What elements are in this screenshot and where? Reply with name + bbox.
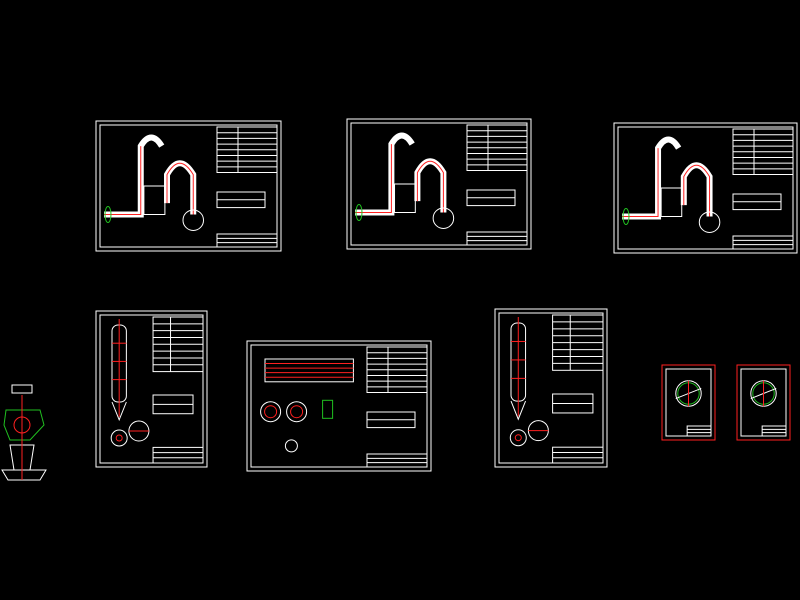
technical-notes-table [732, 128, 794, 175]
vessel-drawing [110, 319, 150, 447]
sheet-outer-border [346, 118, 532, 250]
exchanger-shell [264, 358, 354, 383]
section-center [514, 434, 522, 442]
parts-table [366, 411, 416, 429]
sheet-inner-border [99, 314, 204, 464]
drawing-sheet-7[interactable] [661, 364, 716, 441]
piping-drawing [622, 136, 721, 233]
sheet-inner-border [617, 126, 794, 250]
technical-notes-table [152, 316, 204, 373]
technical-notes-table [216, 126, 278, 173]
nozzle-detail [322, 399, 334, 419]
sheet-outer-border [95, 310, 208, 468]
loose-detail-drawing [1, 384, 47, 481]
drawing-sheet-4[interactable] [95, 310, 208, 468]
title-block [466, 231, 528, 246]
title-block [366, 453, 428, 468]
title-block [686, 425, 712, 437]
section-view [110, 429, 128, 447]
sheet-outer-border [494, 308, 608, 468]
tube-sheet-view [260, 401, 282, 423]
drawing-sheet-3[interactable] [613, 122, 798, 254]
tube-sheet-inner [264, 405, 278, 419]
pipe-run [622, 136, 682, 220]
pipe-run [355, 132, 415, 216]
title-block [216, 233, 278, 248]
drawing-sheet-1[interactable] [95, 120, 282, 252]
inlet-flange [104, 206, 112, 223]
piping-drawing [104, 134, 205, 231]
tube-sheet-view [286, 401, 308, 423]
support-detail [284, 439, 298, 453]
vessel-body [143, 185, 166, 215]
pipe-bend-centerline [416, 160, 444, 213]
flange-drawing [675, 380, 702, 407]
sheet-outer-border [246, 340, 432, 472]
pump-casing [698, 211, 721, 233]
pipe-bend [680, 162, 713, 217]
drawing-sheet-2[interactable] [346, 118, 532, 250]
technical-notes-table [366, 346, 428, 393]
title-block [761, 425, 787, 437]
sheet-inner-border [498, 312, 604, 464]
sheet-outer-border [95, 120, 282, 252]
inlet-flange [355, 204, 363, 221]
pipe-bend [414, 158, 447, 213]
drawing-sheet-8[interactable] [736, 364, 791, 441]
technical-notes-table [552, 314, 604, 371]
pipe-bend [164, 160, 197, 215]
vessel-body [394, 183, 416, 213]
pump-casing [182, 209, 205, 231]
drawing-sheet-5[interactable] [246, 340, 432, 472]
pipe-run [104, 134, 165, 218]
sheet-inner-border [350, 122, 528, 246]
title-block [552, 446, 604, 464]
vessel-body [660, 187, 683, 217]
section-view [509, 429, 527, 447]
parts-table [732, 193, 782, 211]
cone-bottom [510, 400, 527, 421]
sheet-outer-border [736, 364, 791, 441]
pipe-centerline [104, 146, 142, 215]
pipe-bend-centerline [683, 164, 711, 217]
title-block [732, 235, 794, 250]
sheet-inner-border [99, 124, 278, 248]
pump-casing [432, 207, 455, 229]
pipe-centerline [355, 144, 392, 213]
inlet-flange [622, 208, 630, 225]
sheet-outer-border [661, 364, 716, 441]
exchanger-drawing [260, 358, 354, 453]
tube-sheet-inner [290, 405, 304, 419]
parts-table [466, 189, 516, 207]
parts-table [552, 393, 594, 414]
cone-bottom [111, 401, 127, 422]
pipe-centerline [622, 148, 659, 217]
pipe-bend-centerline [166, 162, 194, 215]
section-center [115, 434, 123, 442]
piping-drawing [355, 132, 455, 229]
parts-table [152, 394, 194, 415]
title-block [152, 446, 204, 464]
flange-drawing [750, 380, 777, 407]
parts-table [216, 191, 266, 209]
sheet-outer-border [613, 122, 798, 254]
drawing-sheet-6[interactable] [494, 308, 608, 468]
vessel-drawing [509, 317, 549, 447]
sheet-inner-border [250, 344, 428, 468]
technical-notes-table [466, 124, 528, 171]
